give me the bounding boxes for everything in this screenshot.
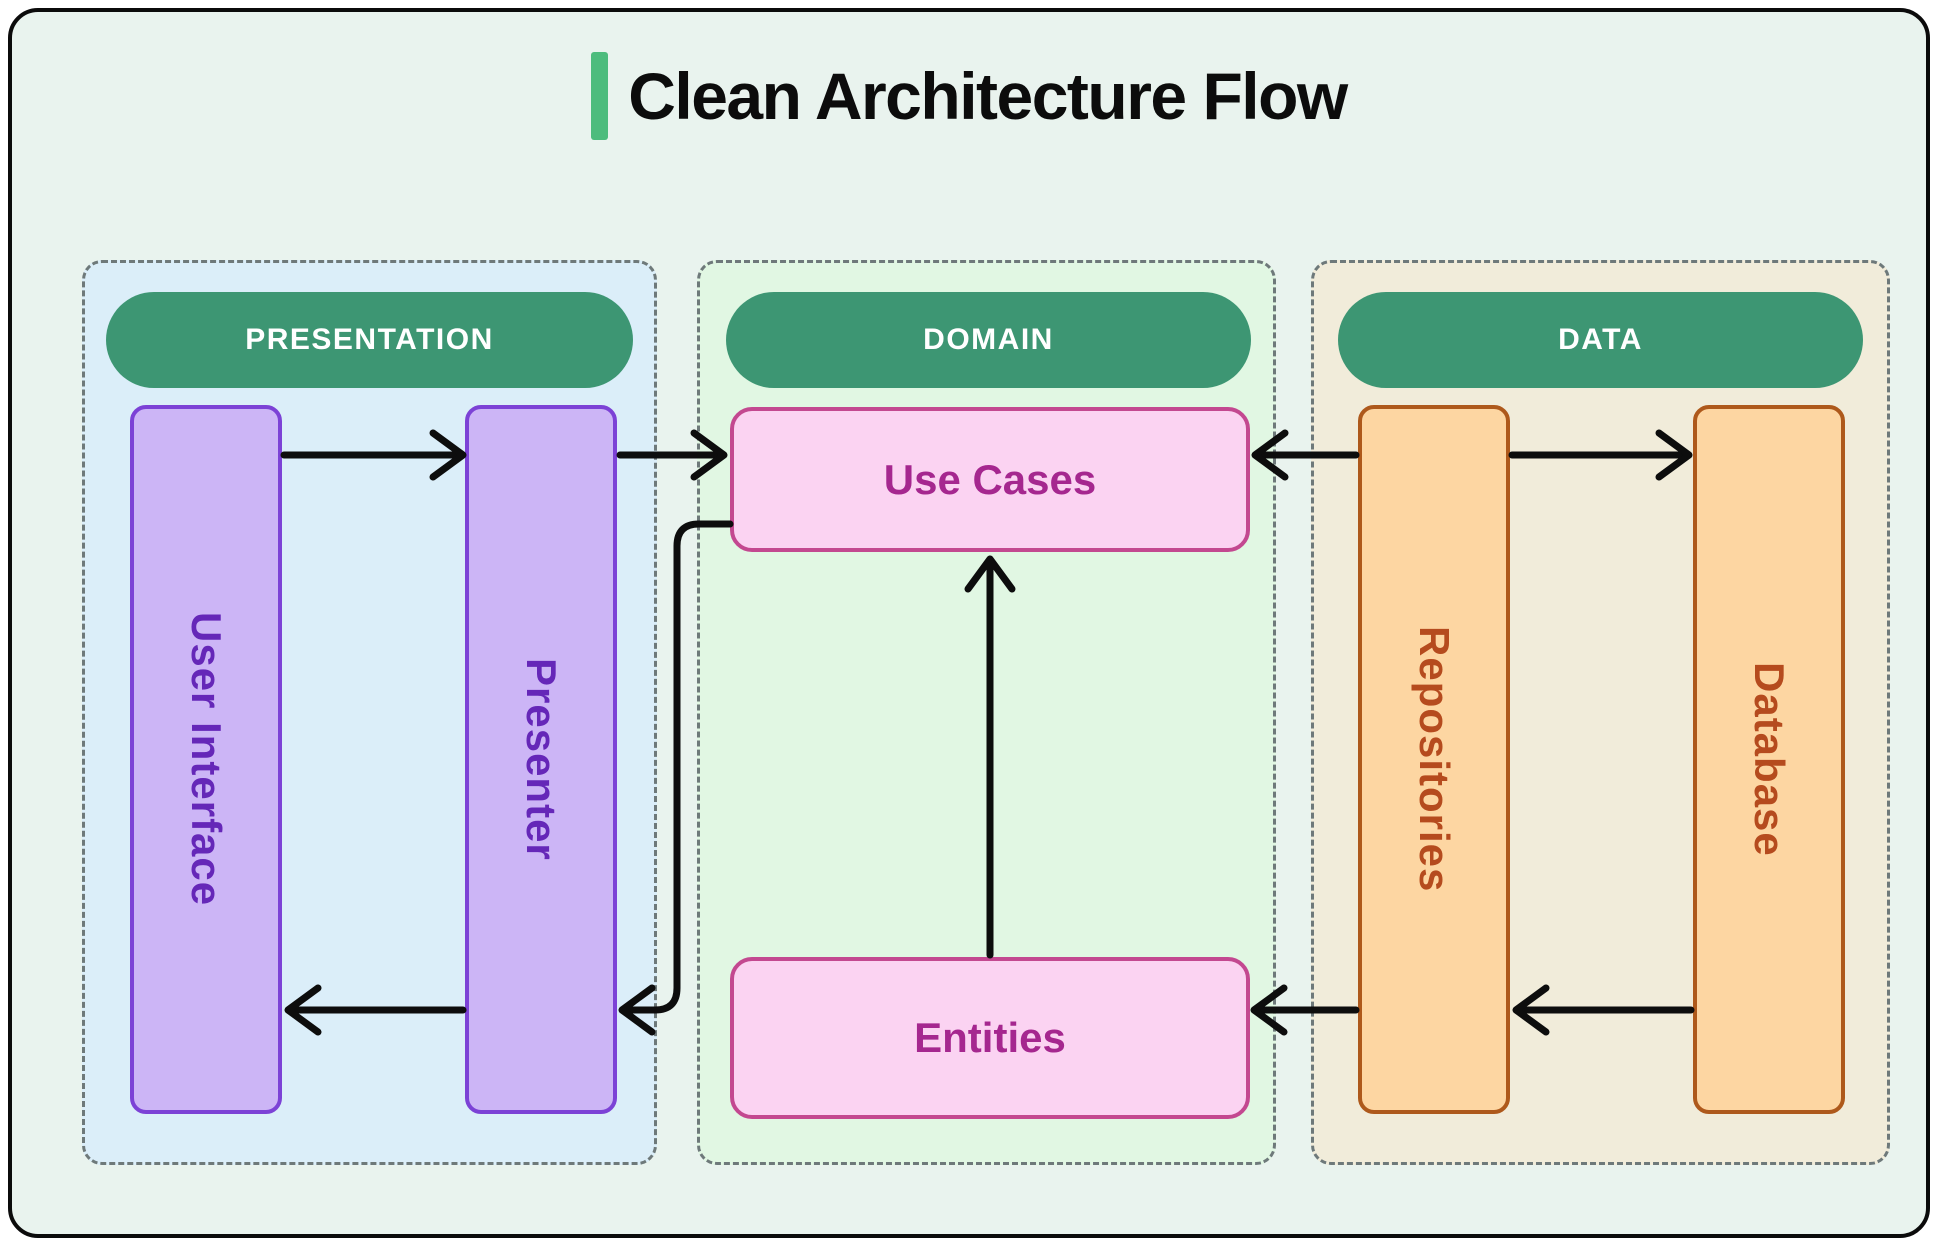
use-cases-label: Use Cases xyxy=(883,455,1097,503)
title-row: Clean Architecture Flow xyxy=(12,52,1926,140)
node-use-cases: Use Cases xyxy=(730,407,1250,552)
entities-label: Entities xyxy=(914,1014,1066,1061)
presentation-badge: PRESENTATION xyxy=(106,292,633,388)
database-label: Database xyxy=(1746,662,1793,857)
title-accent-bar xyxy=(591,52,609,140)
user-interface-label: User Interface xyxy=(183,612,230,907)
node-user-interface: User Interface xyxy=(130,405,282,1114)
domain-badge: DOMAIN xyxy=(726,292,1251,388)
page-title: Clean Architecture Flow xyxy=(628,59,1348,133)
presentation-badge-label: PRESENTATION xyxy=(245,323,494,356)
presenter-label: Presenter xyxy=(518,658,565,861)
node-database: Database xyxy=(1693,405,1845,1114)
node-presenter: Presenter xyxy=(465,405,617,1114)
node-repositories: Repositories xyxy=(1358,405,1510,1114)
domain-badge-label: DOMAIN xyxy=(923,323,1054,356)
data-badge: DATA xyxy=(1338,292,1863,388)
repositories-label: Repositories xyxy=(1411,626,1458,893)
node-entities: Entities xyxy=(730,957,1250,1119)
diagram-card: Clean Architecture Flow PRESENTATION DOM… xyxy=(8,8,1930,1238)
data-badge-label: DATA xyxy=(1558,323,1643,356)
